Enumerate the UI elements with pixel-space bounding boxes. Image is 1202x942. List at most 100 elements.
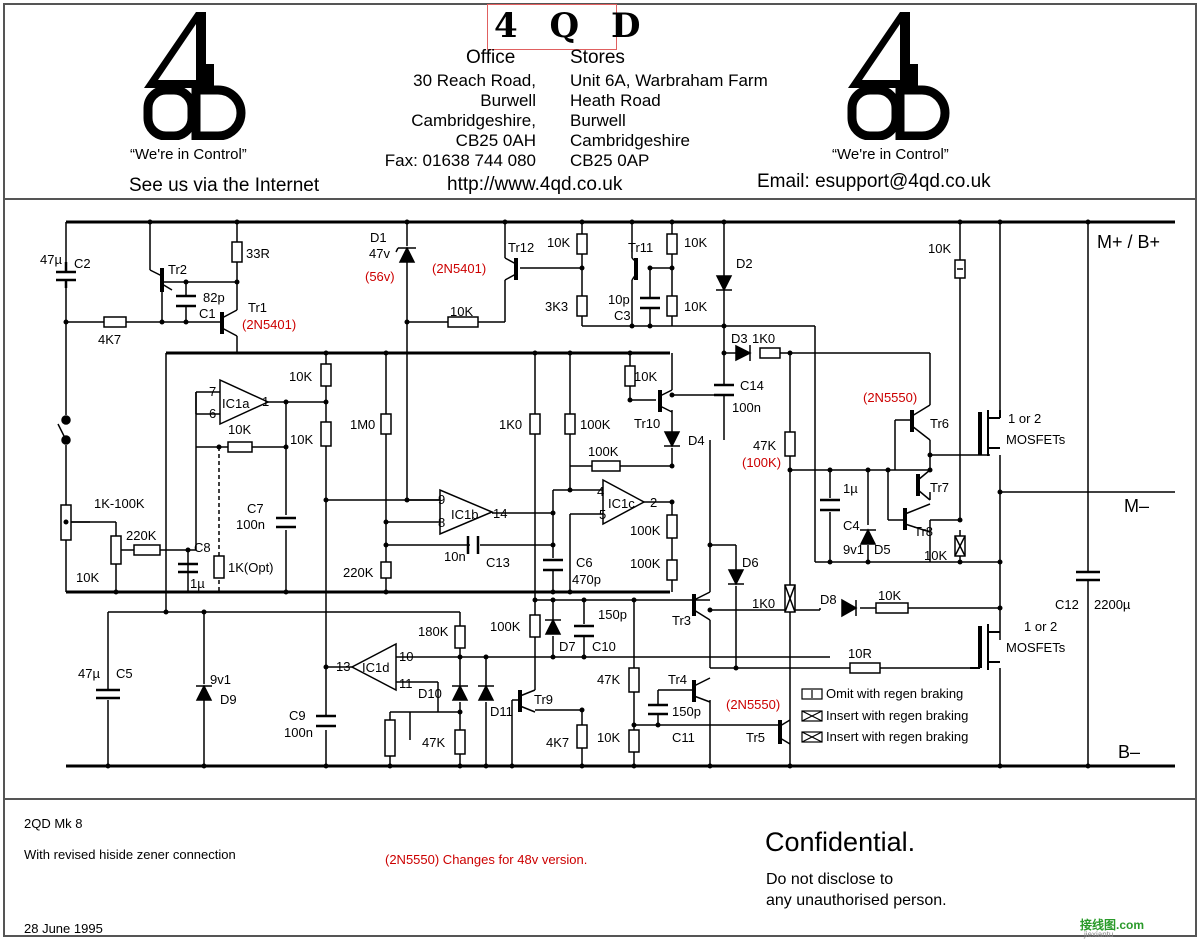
ic1a-triangle bbox=[219, 378, 270, 426]
label: D8 bbox=[820, 592, 837, 607]
pot-1k-100k bbox=[60, 504, 122, 565]
label: 1K-100K bbox=[94, 496, 145, 511]
label: 1M0 bbox=[350, 417, 375, 432]
ic1d-label: IC1d bbox=[362, 660, 389, 675]
label: 33R bbox=[246, 246, 270, 261]
label: D9 bbox=[220, 692, 237, 707]
label: (56v) bbox=[365, 269, 395, 284]
website-link[interactable]: http://www.4qd.co.uk bbox=[447, 174, 623, 195]
label: 10K bbox=[597, 730, 620, 745]
pin: 13 bbox=[336, 659, 350, 674]
label: 47µ bbox=[78, 666, 100, 681]
transistors bbox=[149, 257, 931, 745]
ic1c-triangle bbox=[602, 478, 646, 526]
label: D1 bbox=[370, 230, 387, 245]
label: D5 bbox=[874, 542, 891, 557]
rail-label-top: M+ / B+ bbox=[1097, 232, 1160, 252]
logo-right-icon bbox=[847, 12, 950, 140]
office-line: Cambridgeshire, bbox=[411, 111, 536, 130]
label: Tr12 bbox=[508, 240, 534, 255]
ic1a-label: IC1a bbox=[222, 396, 250, 411]
label: 1K0 bbox=[499, 417, 522, 432]
confidential-title: Confidential. bbox=[765, 827, 916, 857]
label: C7 bbox=[247, 501, 264, 516]
label: Tr9 bbox=[534, 692, 553, 707]
header-divider bbox=[3, 198, 1197, 200]
label: (2N5401) bbox=[432, 261, 486, 276]
stores-line: CB25 0AP bbox=[570, 151, 650, 170]
junctions bbox=[63, 219, 1091, 769]
label: Tr8 bbox=[914, 524, 933, 539]
label: 10K bbox=[76, 570, 99, 585]
label: 4K7 bbox=[546, 735, 569, 750]
legend-item: Insert with regen braking bbox=[826, 708, 968, 723]
switch bbox=[57, 415, 71, 445]
ic1c-label: IC1c bbox=[608, 496, 635, 511]
label: C12 bbox=[1055, 597, 1079, 612]
label: D4 bbox=[688, 433, 705, 448]
watermark-small: jiexiantu bbox=[1084, 930, 1114, 939]
label: 10K bbox=[684, 235, 707, 250]
label: Tr10 bbox=[634, 416, 660, 431]
label: 47K bbox=[753, 438, 776, 453]
ic1b-label: IC1b bbox=[451, 507, 478, 522]
notice-line: any unauthorised person. bbox=[766, 892, 947, 909]
label: 1K0 bbox=[752, 331, 775, 346]
label: MOSFETs bbox=[1006, 640, 1066, 655]
confidential-notice: Do not disclose to any unauthorised pers… bbox=[766, 869, 947, 911]
legend-symbols bbox=[801, 688, 823, 743]
office-line: 30 Reach Road, bbox=[413, 71, 536, 90]
label: Tr7 bbox=[930, 480, 949, 495]
label: 47µ bbox=[40, 252, 62, 267]
pin: 14 bbox=[493, 506, 507, 521]
label: 1K0 bbox=[752, 596, 775, 611]
label: MOSFETs bbox=[1006, 432, 1066, 447]
label: 82p bbox=[203, 290, 225, 305]
stores-line: Cambridgeshire bbox=[570, 131, 690, 150]
label: 100K bbox=[490, 619, 521, 634]
label: 47K bbox=[597, 672, 620, 687]
revision-note: With revised hiside zener connection bbox=[24, 847, 236, 862]
model-name: 2QD Mk 8 bbox=[24, 816, 83, 831]
stores-line: Heath Road bbox=[570, 91, 661, 110]
pin: 11 bbox=[399, 676, 413, 691]
label: 1K(Opt) bbox=[228, 560, 274, 575]
pin: 7 bbox=[209, 384, 216, 399]
label: Tr1 bbox=[248, 300, 267, 315]
logo-left-icon bbox=[143, 12, 246, 140]
label: 10K bbox=[547, 235, 570, 250]
office-title: Office bbox=[466, 47, 516, 68]
label: C5 bbox=[116, 666, 133, 681]
changes-note: (2N5550) Changes for 48v version. bbox=[385, 852, 588, 867]
label: C14 bbox=[740, 378, 764, 393]
notice-line: Do not disclose to bbox=[766, 871, 894, 888]
label: 1µ bbox=[190, 576, 205, 591]
label: 10K bbox=[634, 369, 657, 384]
label: D11 bbox=[490, 704, 513, 719]
label: D10 bbox=[418, 686, 442, 701]
label: 180K bbox=[418, 624, 449, 639]
resistors bbox=[103, 233, 909, 757]
stores-line: Unit 6A, Warbraham Farm bbox=[570, 71, 768, 90]
label: 3K3 bbox=[545, 299, 568, 314]
label: C1 bbox=[199, 306, 216, 321]
label: Tr3 bbox=[672, 613, 691, 628]
label: Tr5 bbox=[746, 730, 765, 745]
label: Tr11 bbox=[628, 240, 653, 255]
label: 10K bbox=[928, 241, 951, 256]
label: C10 bbox=[592, 639, 616, 654]
footer-divider bbox=[3, 798, 1197, 800]
label: C13 bbox=[486, 555, 510, 570]
label: Tr6 bbox=[930, 416, 949, 431]
label: D3 bbox=[731, 331, 748, 346]
pin: 9 bbox=[438, 492, 445, 507]
pin: 2 bbox=[650, 495, 657, 510]
email-link[interactable]: Email: esupport@4qd.co.uk bbox=[757, 171, 991, 192]
pin: 8 bbox=[438, 515, 445, 530]
label: 150p bbox=[598, 607, 627, 622]
label: 100n bbox=[236, 517, 265, 532]
label: 1µ bbox=[843, 481, 858, 496]
label: 10R bbox=[848, 646, 872, 661]
diodes bbox=[195, 246, 877, 701]
label: 9v1 bbox=[210, 672, 231, 687]
